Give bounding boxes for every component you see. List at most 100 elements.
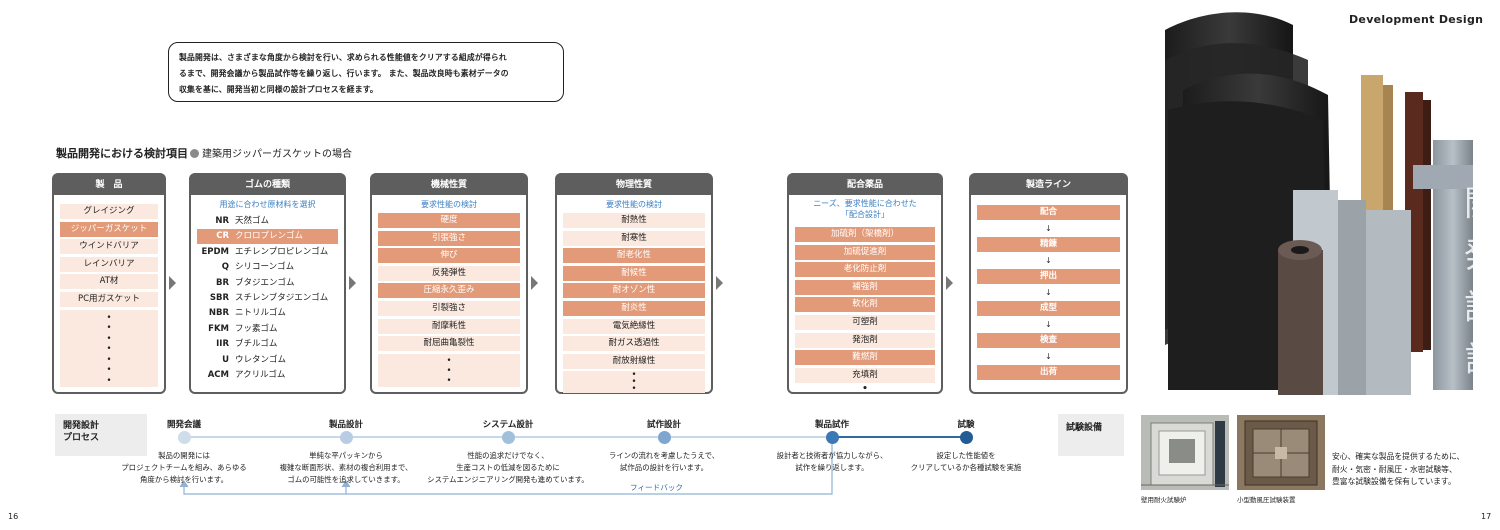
line-step: 検査 <box>977 333 1120 348</box>
product-item: ウインドバリア <box>60 239 158 255</box>
wind-pressure-photo <box>1237 415 1325 490</box>
product-item: レインバリア <box>60 256 158 272</box>
facility-label: 試験設備 <box>1058 414 1124 456</box>
rubber-code: BR <box>215 277 229 288</box>
rubber-name: 天然ゴム <box>235 216 270 226</box>
rubber-name: アクリルゴム <box>235 369 286 380</box>
rubber-name: クロロプレンゴム <box>235 231 304 242</box>
step-desc-line: ラインの流れを考慮したうえで、 <box>608 451 720 460</box>
step-desc-line: 試作品の設計を行います。 <box>620 463 708 472</box>
rubber-row: ACM アクリルゴム <box>197 368 338 383</box>
rubber-name: ブチルゴム <box>235 339 278 350</box>
rubber-code: ACM <box>207 369 229 380</box>
vertical-title: 開 発 設 計 <box>1464 184 1498 380</box>
step-desc-line: 製品の開発には <box>158 451 210 460</box>
step-title: 製品設計 <box>328 420 363 430</box>
chemical-item: 加硫促進剤 <box>795 244 935 260</box>
mechanical-item: 引裂強さ <box>378 300 520 316</box>
step-dot <box>178 431 191 444</box>
card-mechanical-title: 機械性質 <box>372 175 526 195</box>
flow-arrow-icon <box>531 276 538 290</box>
facility-desc-line: 耐火・気密・耐風圧・水密試験等、 <box>1332 464 1457 474</box>
rubber-code: NBR <box>208 308 229 319</box>
step-desc-line: 性能の追求だけでなく、 <box>467 451 549 460</box>
down-arrow-icon: ↓ <box>1045 224 1052 233</box>
card-products-title: 製 品 <box>54 175 164 195</box>
down-arrow-icon: ↓ <box>1045 352 1052 361</box>
rubber-name: ニトリルゴム <box>235 308 286 319</box>
rubber-code: EPDM <box>201 246 229 257</box>
mechanical-item: 硬度 <box>378 213 520 228</box>
step-description: ラインの流れを考慮したうえで、 試作品の設計を行います。 <box>574 450 754 474</box>
step-title: 製品試作 <box>814 420 849 430</box>
down-arrow-icon: ↓ <box>1045 320 1052 329</box>
product-item-selected: ジッパーガスケット <box>60 221 158 237</box>
chemical-item: 老化防止剤 <box>795 262 935 278</box>
facility-desc-line: 安心、確実な製品を提供するために、 <box>1332 452 1465 461</box>
step-title: システム設計 <box>482 420 534 430</box>
feedback-label: フィードバック <box>630 483 684 492</box>
intro-box: 製品開発は、さまざまな角度から検討を行い、求められる性能値をクリアする組成が得ら… <box>168 42 564 102</box>
down-arrow-icon: ↓ <box>1045 288 1052 297</box>
card-mechanical: 機械性質 要求性能の検討 硬度 引張強さ 伸び 反発弾性 圧縮永久歪み 引裂強さ… <box>370 173 528 394</box>
physical-more-dots: • • • <box>563 371 705 394</box>
product-more-dots: • • • • • • • <box>60 309 158 387</box>
chemical-item: 可塑剤 <box>795 314 935 330</box>
step-desc-line: ゴムの可能性を追求していきます。 <box>287 475 405 484</box>
mechanical-item: 耐屈曲亀裂性 <box>378 336 520 352</box>
rubber-code: SBR <box>209 292 229 303</box>
step-title: 開発会議 <box>166 420 201 430</box>
step-title: 試作設計 <box>646 420 681 430</box>
step-desc-line: 設計者と技術者が協力しながら、 <box>776 451 888 460</box>
line-step: 出荷 <box>977 365 1120 380</box>
step-dot <box>960 431 973 444</box>
card-physical: 物理性質 要求性能の検討 耐熱性 耐寒性 耐老化性 耐候性 耐オゾン性 耐炎性 … <box>555 173 713 394</box>
facility-description: 安心、確実な製品を提供するために、 耐火・気密・耐風圧・水密試験等、 豊富な試験… <box>1332 451 1464 489</box>
rubber-code: Q <box>221 262 229 273</box>
rubber-code: FKM <box>208 323 229 334</box>
flow-arrow-icon <box>349 276 356 290</box>
flow-arrow-icon <box>169 276 176 290</box>
physical-item: 耐オゾン性 <box>563 283 705 299</box>
chemical-item: 軟化剤 <box>795 297 935 313</box>
physical-item: 耐候性 <box>563 265 705 281</box>
step-dot <box>502 431 515 444</box>
step-description: 製品の開発には プロジェクトチームを組み、あらゆる 角度から検討を行います。 <box>94 450 274 486</box>
card-chemicals-subtitle-2: 「配合設計」 <box>841 210 889 219</box>
line-step: 押出 <box>977 269 1120 284</box>
chemical-item: 充填剤 <box>795 367 935 383</box>
mechanical-item: 耐摩耗性 <box>378 318 520 334</box>
rubber-row: SBR スチレンブタジエンゴム <box>197 291 338 306</box>
step-title: 試験 <box>957 420 975 430</box>
mechanical-item: 反発弾性 <box>378 265 520 281</box>
mechanical-item: 圧縮永久歪み <box>378 283 520 299</box>
mechanical-more-dots: • • • <box>378 353 520 387</box>
physical-item: 電気絶縁性 <box>563 318 705 334</box>
product-item: グレイジング <box>60 204 158 219</box>
gasket-photo <box>1143 0 1500 395</box>
product-item: PC用ガスケット <box>60 291 158 307</box>
intro-line-3: 収集を基に、開発当初と同様の設計プロセスを経ます。 <box>179 85 378 94</box>
step-desc-line: 設定した性能値を <box>936 451 996 460</box>
physical-item: 耐熱性 <box>563 213 705 228</box>
line-step: 精錬 <box>977 237 1120 252</box>
card-chemicals: 配合薬品 ニーズ、要求性能に合わせた 「配合設計」 加硫剤（架橋剤） 加硫促進剤… <box>787 173 943 394</box>
process-label: 開発設計 プロセス <box>55 414 147 456</box>
mechanical-item: 伸び <box>378 248 520 264</box>
card-chemicals-subtitle: ニーズ、要求性能に合わせた <box>813 199 917 208</box>
rubber-code: NR <box>215 216 229 226</box>
card-line-title: 製造ライン <box>971 175 1126 195</box>
step-description: 設計者と技術者が協力しながら、 試作を繰り返します。 <box>742 450 922 474</box>
card-physical-title: 物理性質 <box>557 175 711 195</box>
step-dot <box>340 431 353 444</box>
rubber-name: スチレンブタジエンゴム <box>235 292 329 303</box>
chemical-item: 加硫剤（架橋剤） <box>795 227 935 242</box>
step-desc-line: 角度から検討を行います。 <box>140 475 228 484</box>
bullet-dot-icon <box>190 149 199 158</box>
